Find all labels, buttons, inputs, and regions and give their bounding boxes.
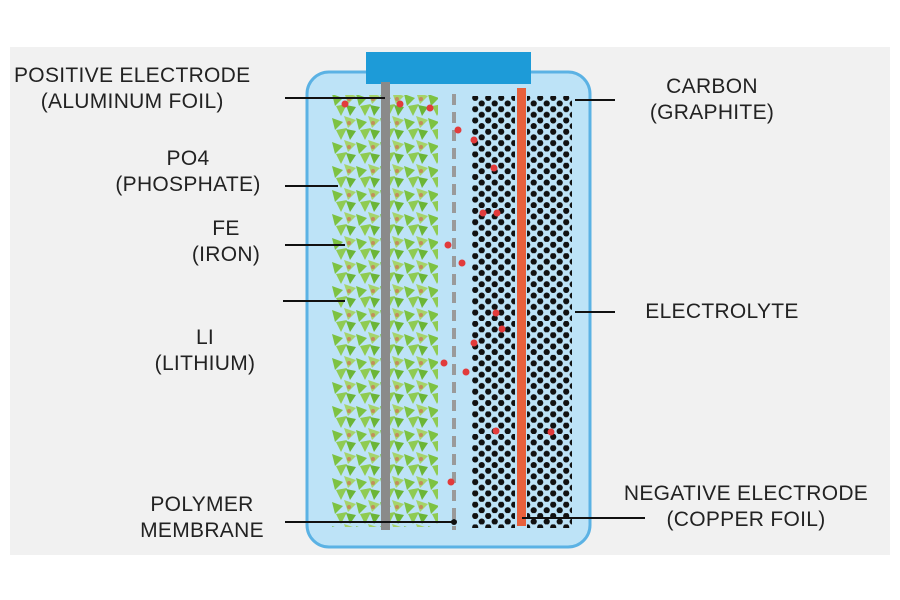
label-phosphate: PO4 (PHOSPHATE) — [98, 146, 278, 198]
label-positive-electrode: POSITIVE ELECTRODE (ALUMINUM FOIL) — [14, 63, 250, 115]
lithium-ion — [440, 359, 448, 367]
label-phosphate-line2: (PHOSPHATE) — [115, 173, 261, 196]
label-polymer-membrane-line1: POLYMER — [150, 493, 254, 516]
copper-foil — [517, 88, 526, 526]
label-electrolyte: ELECTROLYTE — [622, 299, 822, 325]
lithium-ion — [498, 325, 506, 333]
lithium-ion — [426, 104, 434, 112]
label-negative-electrode-line2: (COPPER FOIL) — [666, 508, 826, 531]
cathode-layer-left — [332, 95, 382, 527]
lithium-ions — [341, 100, 555, 486]
cathode-layer-right — [390, 95, 438, 527]
label-carbon-line1: CARBON — [666, 75, 758, 98]
lithium-ion — [470, 136, 478, 144]
lithium-ion — [547, 428, 555, 436]
lithium-ion — [492, 427, 500, 435]
lithium-ion — [454, 126, 462, 134]
label-polymer-membrane: POLYMER MEMBRANE — [128, 492, 276, 544]
lithium-ion — [470, 339, 478, 347]
lithium-ion — [462, 368, 470, 376]
label-iron-line1: FE — [212, 217, 240, 240]
leader-dot-membrane — [451, 519, 457, 525]
label-electrolyte-line1: ELECTROLYTE — [645, 300, 799, 323]
lithium-ion — [444, 241, 452, 249]
lithium-ion — [490, 164, 498, 172]
label-carbon-line2: (GRAPHITE) — [649, 101, 775, 124]
label-carbon: CARBON (GRAPHITE) — [622, 74, 802, 126]
graphite-layer-right — [527, 96, 572, 528]
label-lithium: LI (LITHIUM) — [140, 325, 270, 377]
label-positive-electrode-line2: (ALUMINUM FOIL) — [40, 90, 224, 113]
label-positive-electrode-line1: POSITIVE ELECTRODE — [14, 64, 251, 87]
lithium-ion — [447, 478, 455, 486]
label-iron: FE (IRON) — [178, 216, 274, 268]
label-lithium-line1: LI — [195, 326, 215, 349]
aluminum-foil — [381, 82, 390, 530]
battery-terminal — [366, 52, 531, 84]
label-negative-electrode: NEGATIVE ELECTRODE (COPPER FOIL) — [606, 481, 886, 533]
lithium-ion — [479, 209, 487, 217]
lithium-ion — [492, 309, 500, 317]
leader-lines — [283, 97, 645, 523]
lithium-ion — [341, 100, 349, 108]
label-lithium-line2: (LITHIUM) — [154, 352, 256, 375]
label-iron-line2: (IRON) — [191, 243, 261, 266]
lithium-ion — [493, 209, 501, 217]
lithium-ion — [458, 259, 466, 267]
label-polymer-membrane-line2: MEMBRANE — [140, 519, 264, 542]
label-negative-electrode-line1: NEGATIVE ELECTRODE — [623, 482, 869, 505]
lithium-ion — [396, 100, 404, 108]
label-phosphate-line1: PO4 — [166, 147, 210, 170]
